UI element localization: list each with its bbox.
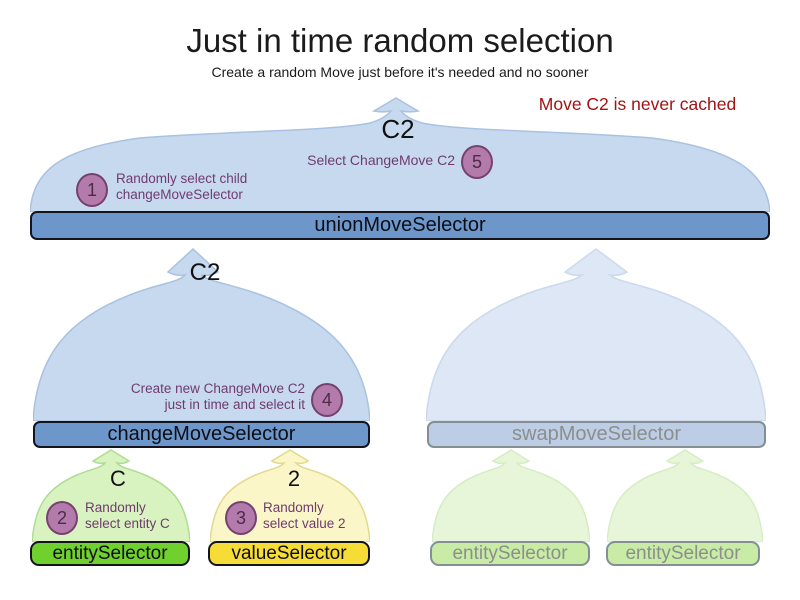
- entity-selector-faded-bar-1: entitySelector: [430, 541, 590, 566]
- value-selector-bar: valueSelector: [208, 541, 370, 566]
- step4-badge: 4: [311, 383, 343, 417]
- step3-annotation: Randomly select value 2: [263, 500, 373, 531]
- entity-selector-faded-label-1: entitySelector: [452, 542, 568, 564]
- swap-move-selector-label: swapMoveSelector: [512, 423, 681, 445]
- change-cache-dome: [33, 248, 370, 421]
- entity-selector-bar: entitySelector: [30, 541, 190, 566]
- entity-faded-dome-2: [607, 449, 763, 542]
- step1-line1: Randomly select child: [116, 171, 248, 186]
- step4-annotation: Create new ChangeMove C2 just in time an…: [118, 381, 305, 412]
- entity-selector-faded-bar-2: entitySelector: [606, 541, 760, 566]
- step2-annotation: Randomly select entity C: [85, 500, 195, 531]
- step2-line2: select entity C: [85, 515, 170, 531]
- step5-badge: 5: [461, 145, 493, 179]
- step3-line2: select value 2: [263, 515, 346, 531]
- value-cache-label: 2: [287, 466, 301, 491]
- entity-cache-label: C: [110, 466, 126, 491]
- change-move-selector-bar: changeMoveSelector: [33, 421, 370, 448]
- change-cache-label: C2: [189, 259, 221, 286]
- union-cache-dome: [30, 97, 770, 212]
- step1-annotation: Randomly select child changeMoveSelector: [116, 171, 286, 202]
- union-cache-label: C2: [381, 114, 415, 144]
- step3-line1: Randomly: [263, 500, 324, 515]
- step3-badge: 3: [225, 501, 257, 535]
- union-move-selector-bar: unionMoveSelector: [30, 211, 770, 240]
- entity-selector-label: entitySelector: [52, 542, 168, 564]
- step1-badge: 1: [76, 173, 108, 207]
- union-move-selector-label: unionMoveSelector: [314, 214, 486, 236]
- never-cached-note: Move C2 is never cached: [538, 94, 737, 114]
- page-title: Just in time random selection: [186, 22, 614, 59]
- swap-move-selector-bar: swapMoveSelector: [427, 421, 766, 448]
- entity-faded-dome-1: [432, 449, 590, 542]
- step1-line2: changeMoveSelector: [116, 186, 243, 202]
- value-selector-label: valueSelector: [231, 542, 347, 564]
- entity-selector-faded-label-2: entitySelector: [625, 542, 741, 564]
- change-move-selector-label: changeMoveSelector: [107, 423, 296, 445]
- step4-line2: just in time and select it: [164, 396, 305, 412]
- step2-line1: Randomly: [85, 500, 146, 515]
- step4-line1: Create new ChangeMove C2: [130, 381, 305, 396]
- step5-annotation: Select ChangeMove C2: [307, 152, 455, 168]
- step2-badge: 2: [46, 501, 78, 535]
- page-subtitle: Create a random Move just before it's ne…: [211, 64, 589, 80]
- swap-cache-dome-faded: [426, 248, 766, 421]
